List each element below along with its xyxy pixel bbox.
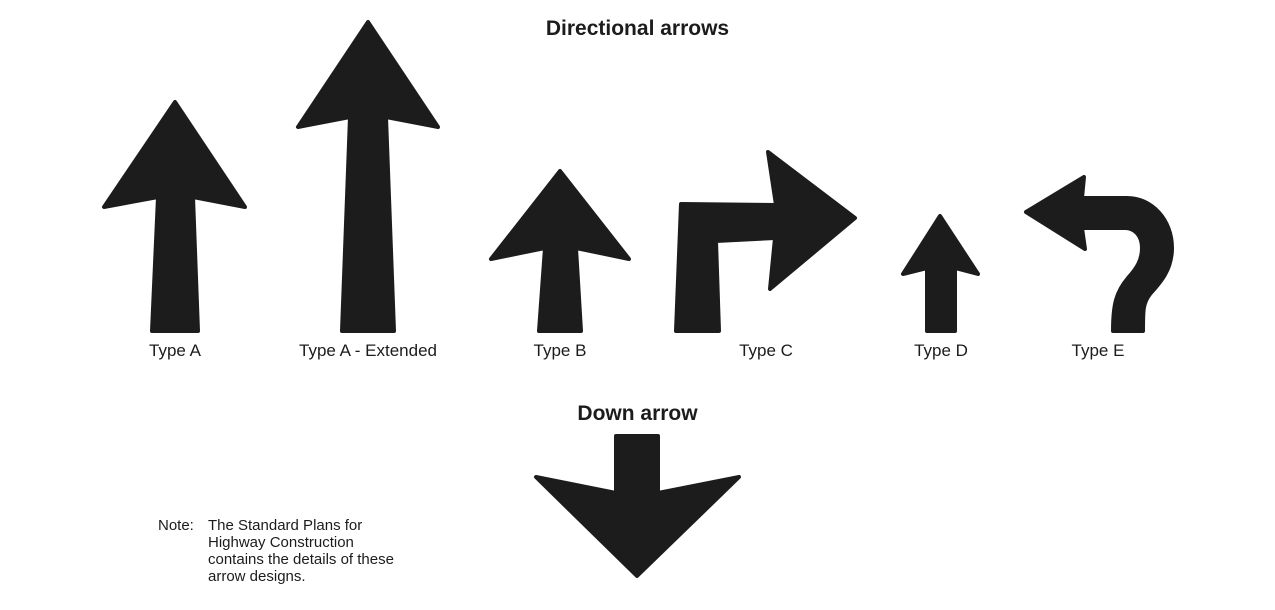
note-text: The Standard Plans for Highway Construct… <box>208 517 394 585</box>
down-arrow-title: Down arrow <box>577 402 698 425</box>
label-type-b: Type B <box>533 341 587 360</box>
type-a-extended-arrow-icon <box>296 20 440 333</box>
label-type-c: Type C <box>739 341 793 360</box>
note-line: contains the details of these <box>208 551 394 568</box>
note-line: Highway Construction <box>208 534 354 551</box>
note: Note: The Standard Plans for Highway Con… <box>158 517 394 585</box>
label-type-e: Type E <box>1071 341 1125 360</box>
down-arrow-icon <box>534 434 741 578</box>
type-b-arrow-icon <box>489 169 631 333</box>
note-line: The Standard Plans for <box>208 517 363 534</box>
label-type-d: Type D <box>914 341 968 360</box>
type-e-arrow-icon <box>1024 175 1174 333</box>
type-c-arrow-icon <box>674 150 857 333</box>
note-key: Note: <box>158 517 194 534</box>
label-type-a-extended: Type A - Extended <box>299 341 437 360</box>
type-d-arrow-icon <box>901 214 980 333</box>
note-line: arrow designs. <box>208 568 306 585</box>
label-type-a: Type A <box>149 341 201 360</box>
directional-arrows-title: Directional arrows <box>545 17 730 40</box>
type-a-arrow-icon <box>102 100 247 333</box>
